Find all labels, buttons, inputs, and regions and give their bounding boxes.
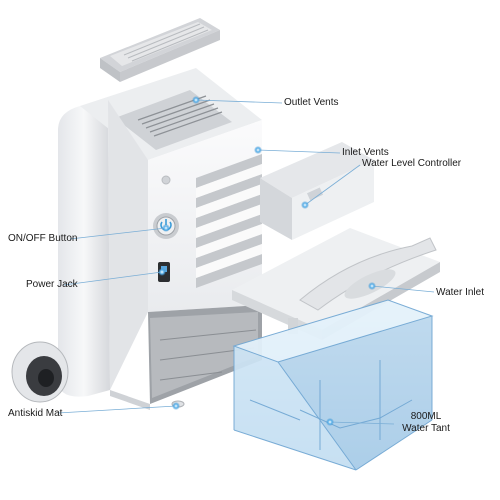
label-onoff-button: ON/OFF Button [8,233,78,244]
label-outlet-vents: Outlet Vents [284,97,339,108]
main-body [58,68,262,410]
filter-cover [100,18,220,82]
label-tank-name: Water Tant [402,423,450,434]
callout-dot-icon [158,96,376,426]
inlet-vent-slats [196,154,262,288]
water-inlet-lid [232,228,440,340]
label-water-level-controller: Water Level Controller [362,158,462,169]
water-tank [232,299,434,471]
label-antiskid-mat: Antiskid Mat [8,408,63,419]
callout-leaders [57,99,435,425]
label-inlet-vents: Inlet Vents [342,147,389,158]
antiskid-mat [11,341,69,403]
label-power-jack: Power Jack [26,279,78,290]
water-level-controller [260,142,374,240]
label-water-inlet: Water Inlet [436,287,484,298]
label-tank-capacity: 800ML [410,411,442,422]
